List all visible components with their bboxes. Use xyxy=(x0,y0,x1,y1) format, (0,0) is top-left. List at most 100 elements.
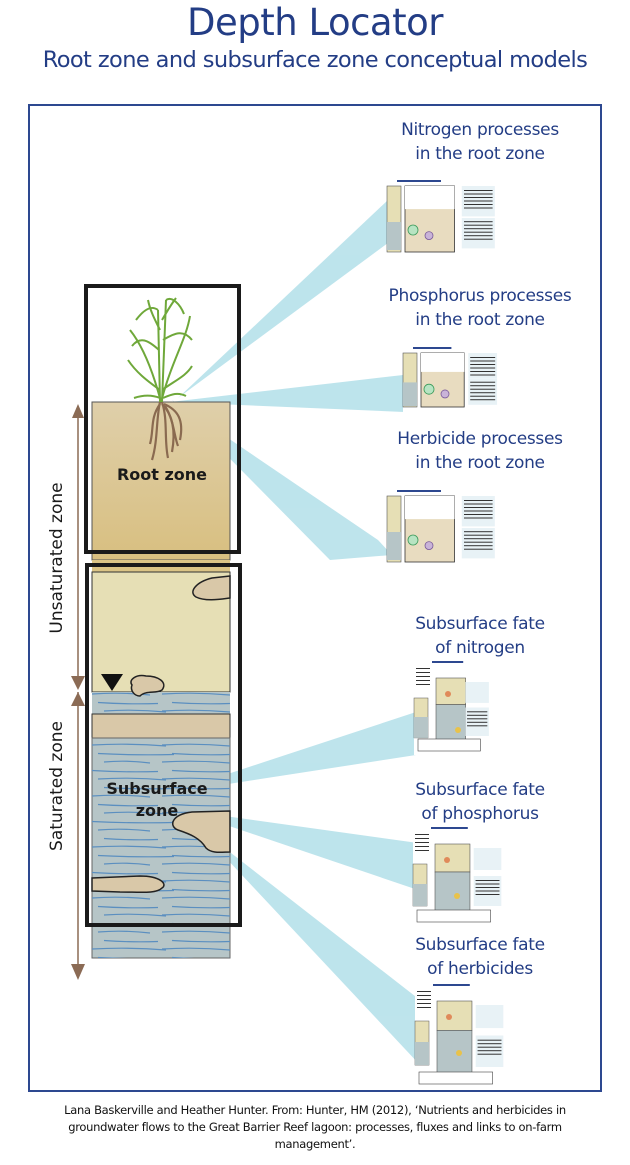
panel-title-subsurface-phosphorus[interactable]: Subsurface fate of phosphorus xyxy=(370,778,590,826)
water-line xyxy=(97,956,174,958)
water-line xyxy=(97,803,159,807)
water-line xyxy=(103,709,167,713)
panel-title-line: of herbicides xyxy=(427,959,533,979)
subsurface-zone-label-2: zone xyxy=(136,801,179,820)
water-line xyxy=(97,828,151,832)
subsurface-zone-box xyxy=(85,563,242,927)
panel-title-subsurface-nitrogen[interactable]: Subsurface fate of nitrogen xyxy=(370,612,590,660)
water-line xyxy=(161,947,230,951)
water-line xyxy=(103,939,159,943)
water-line xyxy=(171,854,230,858)
beam-subsurface-nitrogen xyxy=(170,712,416,793)
water-line xyxy=(92,871,159,875)
water-line xyxy=(161,794,230,798)
panel-title-line: in the root zone xyxy=(415,453,545,473)
water-line xyxy=(92,743,167,747)
water-line xyxy=(171,905,230,909)
panel-title-nitrogen-root[interactable]: Nitrogen processes in the root zone xyxy=(360,118,600,166)
clay-lens xyxy=(91,875,165,894)
water-line xyxy=(171,786,230,790)
water-line xyxy=(171,888,230,892)
water-line xyxy=(92,845,167,849)
water-line xyxy=(161,879,230,883)
credit-line: Lana Baskerville and Heather Hunter. Fro… xyxy=(64,1103,566,1117)
water-line xyxy=(171,752,230,756)
water-line xyxy=(171,871,230,875)
panel-thumbnail[interactable] xyxy=(386,178,497,258)
credit-line: management’. xyxy=(274,1137,356,1151)
credit-text: Lana Baskerville and Heather Hunter. Fro… xyxy=(0,1102,630,1153)
capillary-water xyxy=(92,692,230,714)
water-line xyxy=(103,811,167,815)
unsaturated-zone-arrow xyxy=(71,404,85,690)
water-line xyxy=(161,930,230,934)
water-line xyxy=(161,777,230,781)
water-line xyxy=(161,709,230,713)
clay-lens xyxy=(130,674,165,697)
water-line xyxy=(171,956,230,958)
water-line xyxy=(171,701,230,705)
water-line xyxy=(161,743,230,747)
water-line xyxy=(171,803,230,807)
panel-title-phosphorus-root[interactable]: Phosphorus processes in the root zone xyxy=(360,284,600,332)
panel-title-line: in the root zone xyxy=(415,144,545,164)
panel-title-line: Subsurface fate xyxy=(415,780,545,800)
root-zone-label: Root zone xyxy=(117,465,207,484)
page-title: Depth Locator xyxy=(187,1,443,44)
panel-title-line: Herbicide processes xyxy=(397,429,563,449)
water-line xyxy=(161,760,230,764)
panel-thumbnail[interactable] xyxy=(413,660,492,755)
panel-title-line: Subsurface fate xyxy=(415,614,545,634)
sugarcane-plant-icon xyxy=(127,297,193,461)
credit-line: groundwater flows to the Great Barrier R… xyxy=(68,1120,562,1134)
panel-title-line: Nitrogen processes xyxy=(401,120,559,140)
water-line xyxy=(97,905,159,909)
water-line xyxy=(97,854,175,858)
water-line xyxy=(161,896,230,900)
subsurface-zone-label: Subsurface xyxy=(106,779,207,798)
beam-nitrogen-root xyxy=(178,200,392,398)
water-line xyxy=(103,913,167,917)
water-line xyxy=(92,947,167,951)
panel-title-line: Subsurface fate xyxy=(415,935,545,955)
water-line xyxy=(103,786,175,790)
root-zone-box xyxy=(84,284,241,554)
water-line xyxy=(92,794,151,798)
panel-thumbnail[interactable] xyxy=(412,826,505,926)
water-line xyxy=(92,896,151,900)
panel-title-line: Phosphorus processes xyxy=(388,286,572,306)
water-line xyxy=(97,752,175,756)
water-line xyxy=(92,820,175,824)
water-line xyxy=(161,692,230,696)
water-line xyxy=(92,692,151,696)
panel-title-line: in the root zone xyxy=(415,310,545,330)
panel-title-herbicide-root[interactable]: Herbicide processes in the root zone xyxy=(360,427,600,475)
water-line xyxy=(103,837,159,841)
water-line xyxy=(97,930,151,934)
water-line xyxy=(161,862,230,866)
saturated-zone-label: Saturated zone xyxy=(47,721,67,851)
page-subtitle: Root zone and subsurface zone conceptual… xyxy=(42,47,588,73)
saturated-zone-arrow xyxy=(71,692,85,980)
clay-lens xyxy=(172,810,231,854)
panel-thumbnail[interactable] xyxy=(414,983,507,1088)
water-line xyxy=(161,913,230,917)
water-line xyxy=(171,939,230,943)
water-line xyxy=(92,769,159,773)
water-line xyxy=(103,862,151,866)
panel-thumbnail[interactable] xyxy=(402,345,499,413)
panel-thumbnail[interactable] xyxy=(386,488,497,568)
water-line xyxy=(97,777,167,781)
beam-subsurface-herbicides xyxy=(195,825,420,1065)
water-line xyxy=(103,760,151,764)
diagram-frame xyxy=(28,104,602,1092)
unsaturated-zone-label: Unsaturated zone xyxy=(47,482,67,633)
clay-layer xyxy=(91,713,231,739)
panel-title-line: of nitrogen xyxy=(435,638,525,658)
panel-title-line: of phosphorus xyxy=(421,804,539,824)
water-line xyxy=(97,701,159,705)
clay-lens xyxy=(192,575,231,601)
panel-title-subsurface-herbicides[interactable]: Subsurface fate of herbicides xyxy=(370,933,590,981)
water-line xyxy=(171,769,230,773)
